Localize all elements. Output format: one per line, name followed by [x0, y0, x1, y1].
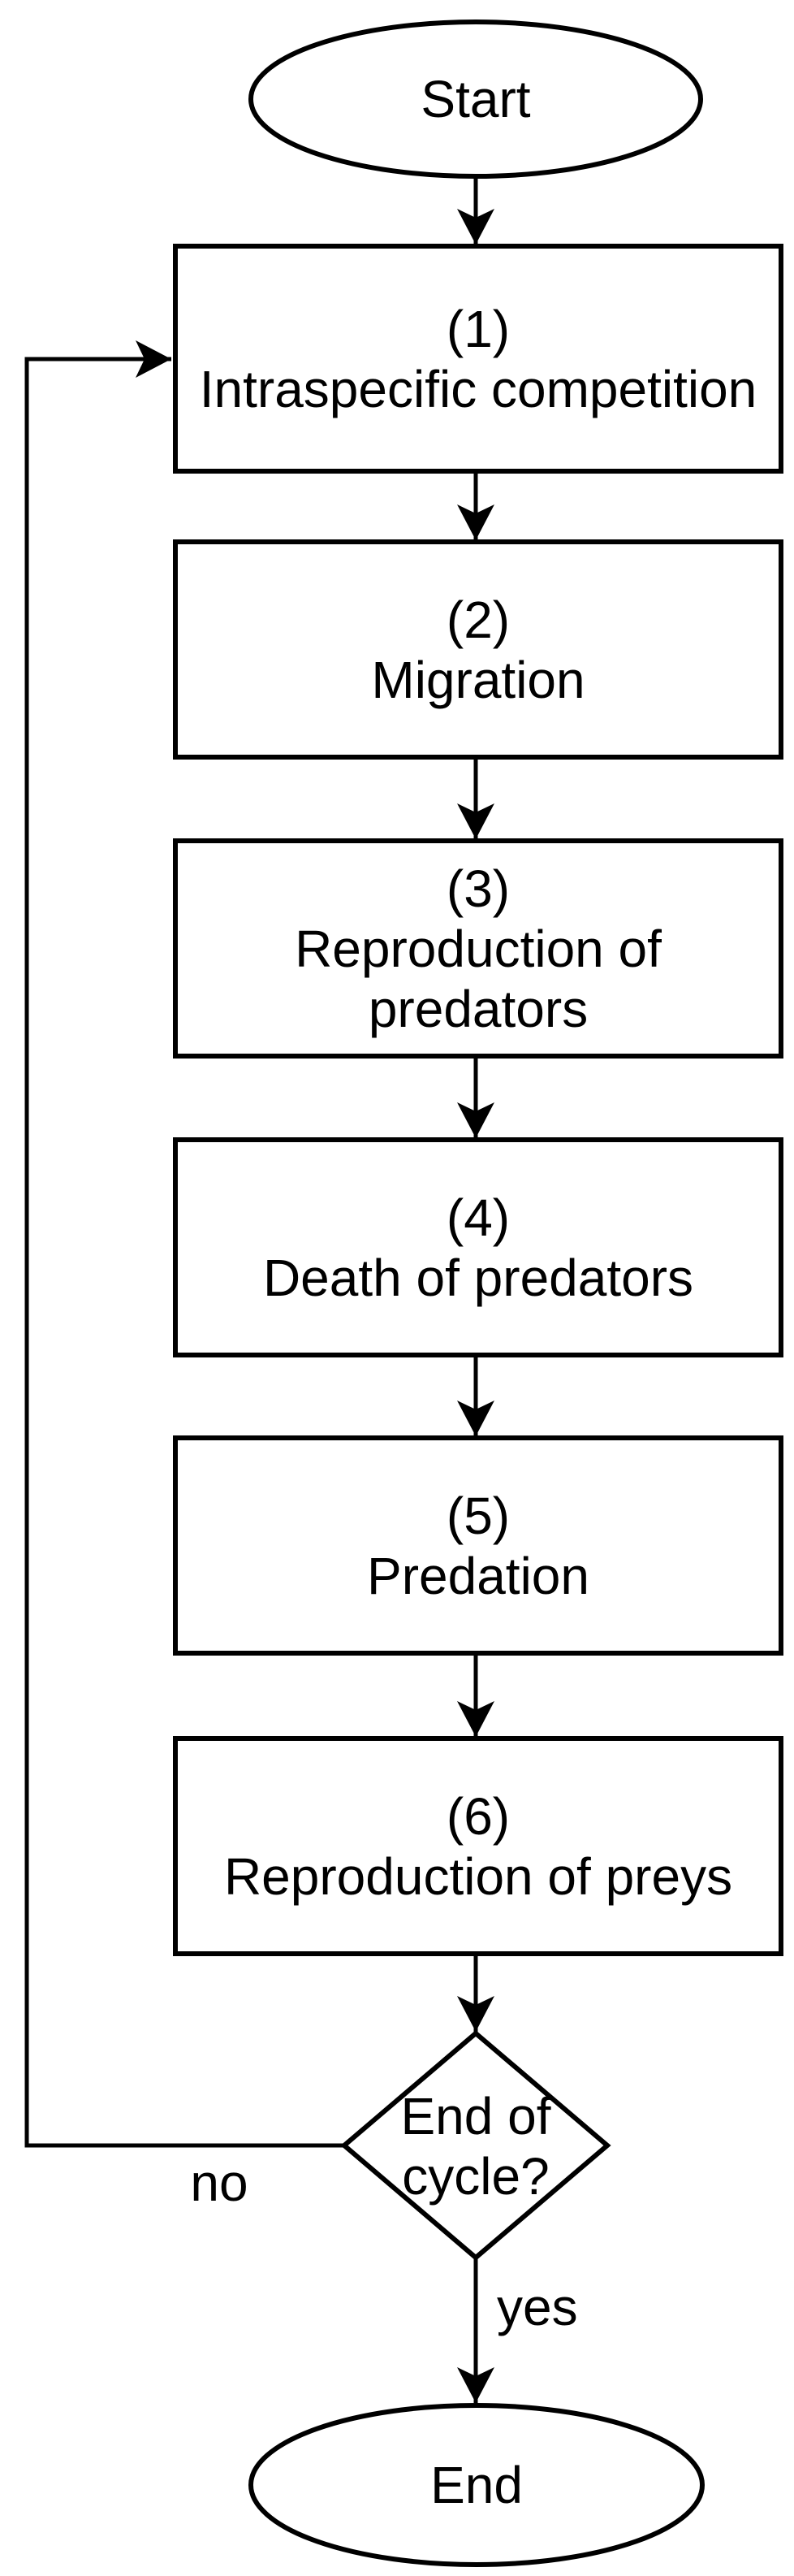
process-step-4: (4) Death of predators — [175, 1140, 781, 1355]
branch-no-label: no — [190, 2154, 248, 2212]
process-step-6: (6) Reproduction of preys — [175, 1738, 781, 1954]
step-3-number: (3) — [446, 859, 511, 918]
decision-label: End of cycle? — [400, 2086, 551, 2206]
process-box-2-shape — [173, 539, 783, 760]
process-box-6-shape — [173, 1736, 783, 1956]
process-step-1: (1) Intraspecific competition — [175, 246, 781, 471]
step-4-label: Death of predators — [262, 1248, 694, 1307]
step-1-number: (1) — [446, 299, 511, 358]
step-2-label: Migration — [371, 650, 585, 709]
end-terminator-shape — [248, 2403, 705, 2567]
start-terminator-shape — [248, 19, 703, 179]
process-box-5-shape — [173, 1435, 783, 1656]
process-step-5: (5) Predation — [175, 1438, 781, 1653]
step-5-label: Predation — [367, 1546, 589, 1605]
step-1-label: Intraspecific competition — [199, 359, 757, 418]
step-3-label: Reproduction of predators — [295, 919, 662, 1038]
step-6-label: Reproduction of preys — [223, 1846, 733, 1906]
process-step-3: (3) Reproduction of predators — [175, 841, 781, 1056]
process-box-1-shape — [173, 244, 783, 474]
step-5-number: (5) — [446, 1486, 511, 1545]
start-label: Start — [421, 70, 531, 128]
process-box-4-shape — [173, 1137, 783, 1357]
arrow-no-loop — [24, 340, 344, 2148]
process-step-2: (2) Migration — [175, 542, 781, 757]
step-6-number: (6) — [446, 1786, 511, 1846]
branch-yes-label: yes — [497, 2278, 578, 2336]
step-4-number: (4) — [446, 1188, 511, 1247]
step-2-number: (2) — [446, 590, 511, 649]
end-label: End — [430, 2456, 523, 2514]
process-box-3-shape — [173, 838, 783, 1059]
decision-diamond-shape — [340, 2030, 611, 2261]
